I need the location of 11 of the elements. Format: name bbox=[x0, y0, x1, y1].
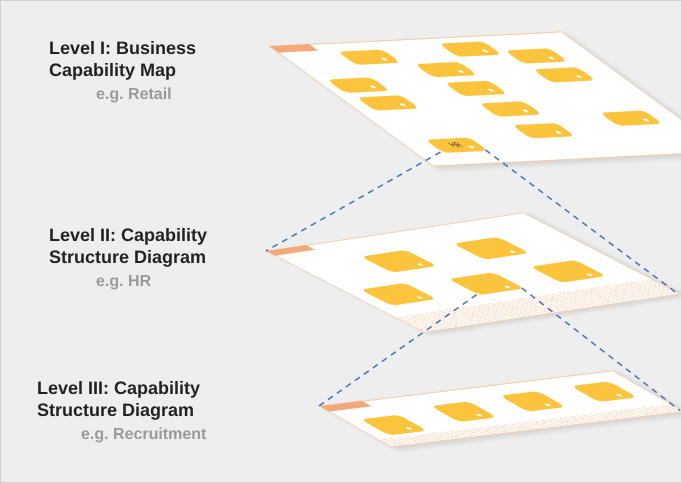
level-title: Level II: Capability Structure Diagram bbox=[49, 224, 208, 268]
level-example: e.g. HR bbox=[96, 272, 152, 292]
level-example: e.g. Recruitment bbox=[81, 425, 208, 445]
projection-line bbox=[484, 149, 678, 294]
level-title: Level I: Business Capability Map bbox=[49, 37, 198, 81]
projection-line bbox=[266, 151, 441, 252]
projection-line bbox=[318, 294, 478, 407]
projection-line bbox=[521, 287, 681, 412]
level-example: e.g. Retail bbox=[96, 85, 173, 105]
level-title: Level III: Capability Structure Diagram bbox=[37, 377, 202, 421]
capability-name: HR bbox=[446, 142, 466, 149]
